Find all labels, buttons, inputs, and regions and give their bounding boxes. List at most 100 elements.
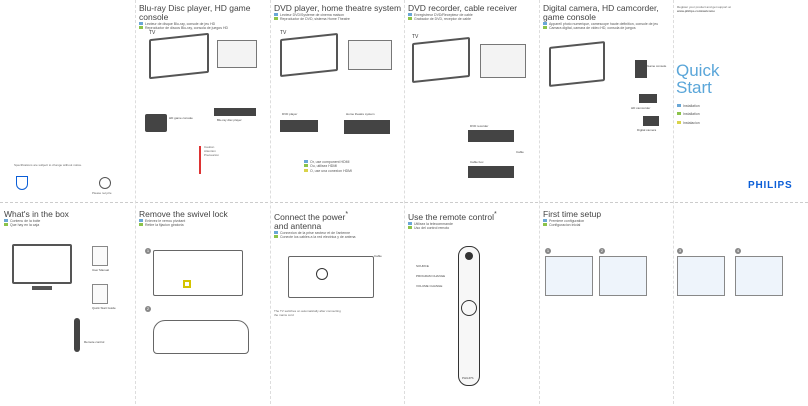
option-note-fr: Ou, utilisez HDMI — [310, 164, 338, 169]
power-note: The TV switches on automatically after c… — [274, 309, 341, 317]
power-panel: Connect the power* and antenna Connexion… — [274, 210, 404, 406]
remote-illustration — [74, 318, 80, 352]
volume-label: VOLUME CHANGE — [416, 284, 443, 288]
caution-label-es: Precaucion — [204, 152, 220, 157]
step-number: 1 — [545, 248, 551, 254]
option-note-es: O, use una conexion HDMI — [310, 168, 353, 173]
tv-illustration — [12, 244, 72, 284]
subtitle-fr: Connexion de la prise secteur et de l'an… — [280, 230, 351, 235]
game-console-illustration — [145, 114, 167, 132]
bluray-panel: Blu-ray Disc player, HD game console Lec… — [139, 4, 269, 200]
cable-box-illustration — [468, 166, 514, 178]
setup-screen — [599, 256, 647, 296]
subtitle-es: Que hay en la caja — [10, 223, 40, 228]
subtitle-es: Reproductor de DVD, sistema Home Theatre — [280, 17, 350, 22]
digital-camera-illustration — [643, 116, 659, 126]
tv-back-illustration — [288, 256, 374, 298]
connector-panel — [480, 44, 526, 78]
setup-screen — [545, 256, 593, 296]
panel-title-line2: and antenna — [274, 220, 322, 231]
connector-panel — [217, 40, 257, 68]
step-number: 2 — [145, 306, 151, 312]
game-console-illustration — [635, 60, 647, 78]
footnote-mark: * — [345, 210, 349, 218]
panel-title: DVD player, home theatre system — [274, 4, 402, 13]
tv-illustration — [280, 32, 338, 78]
subtitle-es: Reproductor de discos Blu-ray, consola d… — [145, 26, 229, 31]
panel-title: Use the remote control — [408, 211, 494, 222]
panel-title: What's in the box — [4, 210, 69, 219]
language-fr: Installation — [683, 112, 700, 117]
subtitle-es: Conecte los cables a la red electrica y … — [280, 235, 356, 240]
dvd-player-illustration — [280, 120, 318, 132]
language-es: Instalacion — [683, 120, 700, 125]
title-start: Start — [676, 78, 712, 97]
subtitle-fr: Premiere configuration — [549, 219, 585, 223]
subtitle-es: Retire la fijacion giratoria — [145, 223, 184, 228]
tv-illustration — [149, 32, 209, 80]
device-label: HD game console — [169, 116, 193, 120]
tv-illustration — [549, 41, 605, 87]
subtitle-fr: Enlevez le verrou pivotant — [145, 219, 186, 223]
dvd-panel: DVD player, home theatre system Lecteur … — [274, 4, 404, 200]
device-label: Home theatre system — [346, 112, 375, 116]
device-label: DVD player — [282, 112, 298, 116]
device-label: Digital camera — [637, 128, 657, 132]
philips-logo: PHILIPS — [748, 180, 793, 191]
tv-label: TV — [149, 30, 156, 36]
tv-label: TV — [412, 34, 419, 40]
cable-label: Cable — [374, 254, 382, 258]
user-manual-icon — [92, 246, 108, 266]
fold-line — [135, 0, 136, 404]
support-link[interactable]: www.philips.com/welcome — [677, 9, 715, 13]
subtitle-es: Camara digital, camara de video HD, cons… — [549, 26, 636, 31]
title-quick: Quick — [676, 61, 720, 80]
lock-highlight — [183, 280, 191, 288]
subtitle-fr: Enregistreur DVD/Recepteur de cable — [414, 13, 473, 17]
tv-back-illustration — [153, 250, 243, 296]
subtitle-fr: Lecteur DVD/Systeme de cinema maison — [280, 13, 344, 17]
option-notes: Or, use component HDMI Ou, utilisez HDMI… — [304, 160, 352, 173]
option-note: Or, use component HDMI — [310, 160, 350, 164]
item-label: Remote control — [84, 340, 105, 344]
stand-illustration — [153, 320, 249, 354]
setup-panel: First time setup Premiere configuration … — [543, 210, 803, 406]
tv-illustration — [412, 36, 470, 84]
panel-title: First time setup — [543, 210, 602, 219]
device-label: HD camcorder — [631, 106, 651, 110]
language-list: Installation Installation Instalacion — [677, 104, 700, 125]
panel-title: Remove the swivel lock — [139, 210, 228, 219]
panel-title: Digital camera, HD camcorder, game conso… — [543, 4, 659, 22]
caution-label: Caution — [204, 145, 215, 149]
device-label: Game console — [647, 64, 667, 68]
tv-label: TV — [280, 30, 287, 36]
recycle-icon — [99, 177, 111, 189]
remote-dpad — [461, 300, 477, 316]
connector-panel — [348, 40, 392, 70]
subtitle-fr: Appareil photo numerique, camescope haut… — [549, 22, 659, 26]
cover-panel: Register your product and get support at… — [677, 4, 804, 200]
setup-screen — [735, 256, 783, 296]
quick-start-icon — [92, 284, 108, 304]
fold-line — [673, 0, 674, 404]
dvd-recorder-illustration — [468, 130, 514, 142]
program-label: PROGRAM CHANGE — [416, 274, 446, 278]
step-number: 4 — [735, 248, 741, 254]
panel-title: Connect the power — [274, 211, 346, 222]
footnote-mark: * — [493, 210, 497, 218]
philips-shield-logo — [16, 176, 28, 190]
remote-control-illustration — [458, 246, 480, 386]
subtitle-fr: Lecteur de disque Blu-ray, console de je… — [145, 22, 216, 26]
register-text: Register your product and get support at — [677, 5, 731, 9]
back-panel: Specifications are subject to change wit… — [4, 4, 134, 200]
recorder-panel: DVD recorder, cable receiver Enregistreu… — [408, 4, 538, 200]
power-socket-icon — [316, 268, 328, 280]
setup-screen — [677, 256, 725, 296]
subtitle-es: Grabador de DVD, receptor de cable — [414, 17, 472, 22]
fold-line — [404, 0, 405, 404]
spec-notice: Specifications are subject to change wit… — [14, 163, 83, 167]
camcorder-illustration — [639, 94, 657, 103]
item-label: User Manual — [92, 268, 110, 272]
